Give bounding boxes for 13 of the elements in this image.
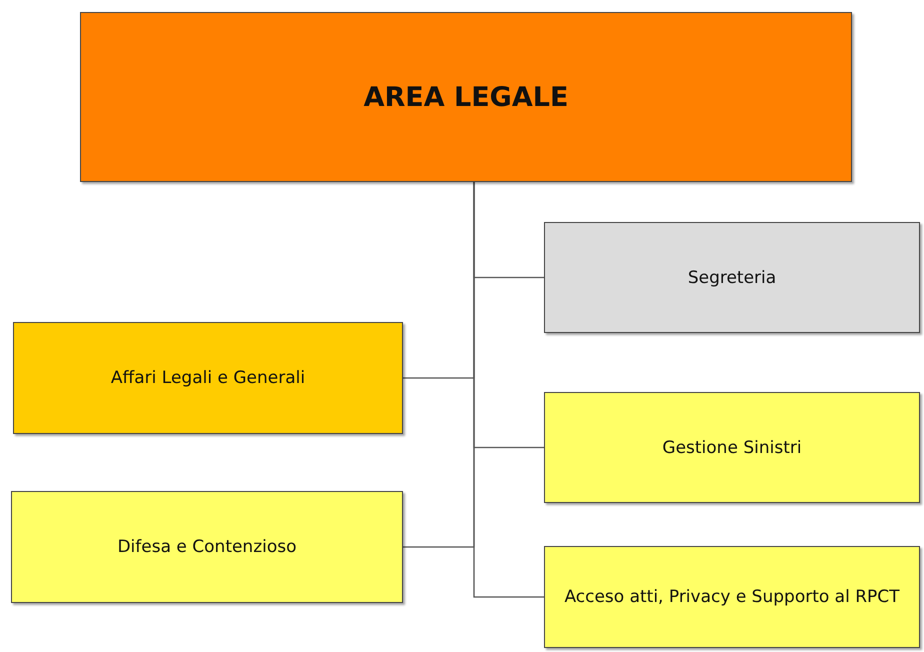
unit-label: Gestione Sinistri xyxy=(661,438,803,458)
unit-box xyxy=(11,491,403,603)
unit-box xyxy=(544,222,920,333)
unit-label: Segreteria xyxy=(686,268,778,288)
unit-box xyxy=(544,546,920,648)
unit-box xyxy=(13,322,403,434)
connector-line xyxy=(473,182,544,598)
unit-label: Acceso atti, Privacy e Supporto al RPCT xyxy=(563,587,901,607)
unit-label: Difesa e Contenzioso xyxy=(116,537,298,557)
unit-label: Affari Legali e Generali xyxy=(110,368,306,388)
unit-box xyxy=(544,392,920,503)
heading-label: AREA LEGALE xyxy=(362,82,570,112)
header-box xyxy=(80,12,852,182)
